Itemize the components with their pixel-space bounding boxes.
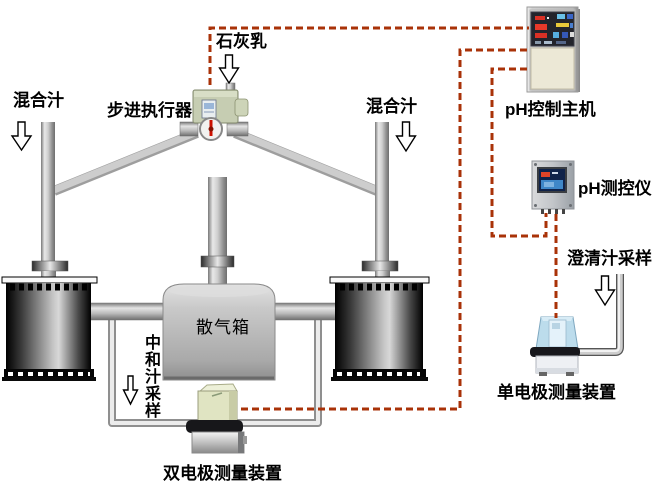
pipe-flange xyxy=(200,255,235,268)
dual-electrode-device xyxy=(186,383,247,454)
tank-right xyxy=(329,276,430,381)
label-lime-milk: 石灰乳 xyxy=(216,32,267,51)
tank-left xyxy=(1,276,98,381)
mixed-juice-right-flow-arrow-icon xyxy=(395,121,417,153)
ph-controller-device xyxy=(531,160,575,214)
signal-line-actuator-to-host xyxy=(208,26,529,85)
center-feed-pipe xyxy=(200,177,235,289)
ph-control-host-cabinet xyxy=(526,6,580,93)
pipe-flange xyxy=(31,260,69,272)
tank-outlet-pipe-right xyxy=(271,302,338,321)
mixed-juice-pipe-right xyxy=(361,122,399,280)
neutralized-juice-flow-arrow-icon xyxy=(122,375,139,406)
label-ph-controller: pH测控仪 xyxy=(578,179,652,198)
lime-milk-flow-arrow-icon xyxy=(218,54,240,85)
label-dual-electrode-device: 双电极测量装置 xyxy=(163,464,282,483)
single-electrode-device xyxy=(530,316,580,376)
stepper-actuator-device xyxy=(179,82,249,141)
mixed-juice-left-flow-arrow-icon xyxy=(10,121,33,152)
label-neutralized-juice-sampling: 中和汁采样 xyxy=(142,334,159,419)
host-lower-panel xyxy=(530,47,575,90)
label-single-electrode-device: 单电极测量装置 xyxy=(497,383,616,402)
label-mixed-juice-right: 混合汁 xyxy=(366,97,417,116)
signal-line-host-to-controller xyxy=(490,67,548,238)
clarified-juice-flow-arrow-icon xyxy=(594,275,616,307)
label-gas-release-box: 散气箱 xyxy=(196,318,250,337)
label-mixed-juice-left: 混合汁 xyxy=(13,91,64,110)
label-clarified-juice-sampling: 澄清汁采样 xyxy=(567,249,652,268)
pipe-flange xyxy=(361,260,399,272)
signal-lines xyxy=(208,26,558,411)
label-stepper-actuator: 步进执行器 xyxy=(107,101,192,120)
flow-arrows xyxy=(10,54,616,406)
tank-outlet-pipe-left xyxy=(88,302,166,321)
gas-release-box xyxy=(162,283,276,381)
label-ph-control-host: pH控制主机 xyxy=(505,100,596,119)
clarified-juice-pipe xyxy=(578,274,624,356)
lime-distribution-pipes xyxy=(52,128,379,196)
signal-line-host-to-dual-electrode xyxy=(240,48,527,411)
mixed-juice-pipe-left xyxy=(31,122,69,280)
